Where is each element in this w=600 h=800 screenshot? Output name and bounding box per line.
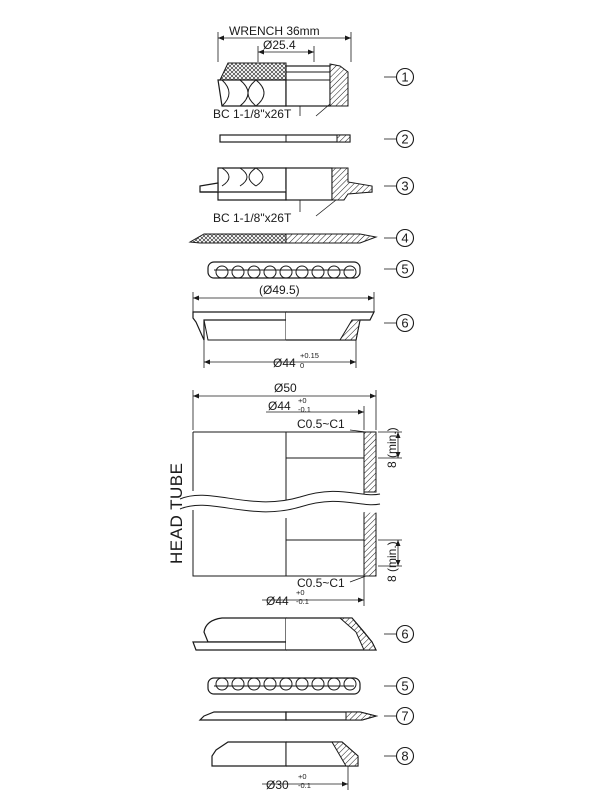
head-tube-bore-bottom-tol-lower: -0.1 [296,597,309,606]
chamfer-bottom-label: C0.5~C1 [297,576,345,590]
depth-top-note: (min.) [385,427,399,458]
callout-4: 4 [401,231,408,246]
callout-2-circle [395,129,415,149]
depth-bottom-note: (min.) [385,541,399,572]
depth-top-label: 8 [385,461,399,468]
cup-press-fit-tol-upper: +0.15 [300,351,319,360]
part-7-lower-seal: 7 [198,706,415,726]
chamfer-top-label: C0.5~C1 [297,417,345,431]
crown-race-diameter-label: Ø30 [266,778,289,792]
callout-6b: 6 [401,627,408,642]
part-8-crown-race: Ø30 +0 -0.1 8 [211,741,415,792]
top-race-thread-label: BC 1-1/8"x26T [213,211,292,225]
callout-6a-circle [395,313,415,333]
callout-5b-circle [395,676,415,696]
head-tube-bore-top-tol-lower: -0.1 [298,405,311,414]
callout-7-circle [395,706,415,726]
part-4-seal: 4 [188,228,415,248]
head-tube-bore-top-label: Ø44 [268,399,291,413]
head-tube-outer-label: Ø50 [274,381,297,395]
part-6-top-cup: (Ø49.5) Ø44 +0.15 0 6 [192,283,415,370]
callout-3-circle [395,176,415,196]
callout-6b-circle [395,624,415,644]
head-tube-bore-bottom-tol-upper: +0 [296,588,305,597]
head-tube-label: HEAD TUBE [167,463,186,565]
crown-race-tol-upper: +0 [298,772,307,781]
callout-5b: 5 [401,679,408,694]
part-3-top-race: BC 1-1/8"x26T 3 [199,167,415,225]
nut-diameter-label: Ø25.4 [263,38,296,52]
part-5-ball-retainer-top: 5 [207,259,415,279]
callout-5a-circle [395,259,415,279]
head-tube-bore-top-tol-upper: +0 [298,396,307,405]
callout-5a: 5 [401,262,408,277]
part-6-bottom-cup: 6 [192,617,415,651]
retainer-diameter-label: (Ø49.5) [259,283,300,297]
callout-2: 2 [401,132,408,147]
callout-1: 1 [401,70,408,85]
cup-press-fit-label: Ø44 [273,356,296,370]
wrench-size-label: WRENCH 36mm [229,24,320,38]
cup-press-fit-tol-lower: 0 [300,361,304,370]
part-1-locknut: WRENCH 36mm Ø25.4 BC 1-1/8"x26T 1 [213,24,415,121]
callout-3: 3 [401,179,408,194]
callout-6a: 6 [401,316,408,331]
part-2-spacer: 2 [219,129,415,149]
callout-1-circle [395,67,415,87]
callout-4-circle [395,228,415,248]
callout-8: 8 [401,749,408,764]
callout-8-circle [395,746,415,766]
part-5-ball-retainer-bottom: 5 [207,676,415,696]
crown-race-tol-lower: -0.1 [298,781,311,790]
head-tube-section: Ø50 Ø44 +0 -0.1 C0.5~C1 8 (min.) 8 (min.… [160,381,402,608]
head-tube-bore-bottom-label: Ø44 [266,594,289,608]
locknut-thread-label: BC 1-1/8"x26T [213,107,292,121]
depth-bottom-label: 8 [385,575,399,582]
callout-7: 7 [401,709,408,724]
